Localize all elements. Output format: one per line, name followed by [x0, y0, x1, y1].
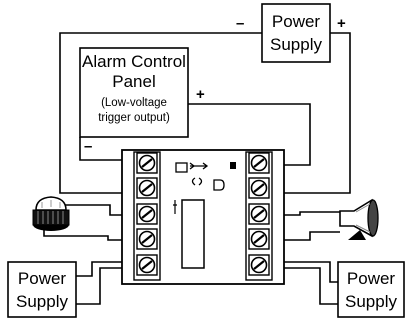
top-supply-line1: Power [272, 12, 321, 31]
screw-slot [141, 260, 153, 270]
board-component [213, 179, 225, 191]
left-power-supply: Power Supply [7, 261, 77, 318]
alarm-panel-plus-sign: + [196, 86, 205, 103]
top-supply-minus-sign: – [236, 15, 244, 32]
wire-right-supply-a [268, 261, 338, 283]
wire-top-supply-minus [59, 32, 262, 194]
wire-top-supply-plus [268, 32, 351, 194]
alarm-panel-line3: (Low-voltage [101, 97, 167, 109]
board-component [230, 162, 236, 169]
board-component [173, 200, 177, 214]
strobe-light-icon [32, 196, 70, 231]
top-power-supply: Power Supply – + [236, 3, 346, 63]
alarm-panel-line1: Alarm Control [82, 52, 186, 71]
top-supply-plus-sign: + [337, 15, 346, 32]
wire-left-supply-b [76, 267, 136, 305]
screw-slot [253, 209, 265, 219]
alarm-panel-line2: Panel [112, 72, 155, 91]
right-power-supply: Power Supply [337, 261, 405, 318]
wire-alarm-minus [79, 137, 136, 161]
right-supply-line1: Power [347, 269, 396, 288]
relay-component [181, 199, 205, 269]
wires [43, 32, 351, 305]
board-component [175, 162, 188, 173]
wire-right-supply-b [268, 267, 338, 305]
screw-slot [253, 234, 265, 244]
relay-module-board [121, 149, 285, 285]
horn-siren-icon [339, 198, 379, 240]
wire-right-device-b [268, 231, 340, 241]
top-supply-line2: Supply [270, 35, 322, 54]
board-component [190, 162, 209, 170]
alarm-panel-minus-sign: – [84, 138, 92, 155]
screw-slot [141, 209, 153, 219]
wire-alarm-plus [188, 103, 311, 166]
left-supply-line1: Power [18, 269, 67, 288]
screw-slot [253, 260, 265, 270]
screw-slot [141, 183, 153, 193]
left-supply-line2: Supply [16, 292, 68, 311]
screw-slot [253, 183, 265, 193]
screw-slot [141, 158, 153, 168]
wire-left-device-b [43, 228, 136, 241]
wire-left-supply-a [76, 261, 136, 277]
screw-slot [253, 158, 265, 168]
screw-slot [141, 234, 153, 244]
alarm-control-panel: Alarm Control Panel (Low-voltage trigger… [79, 47, 205, 155]
board-component [191, 177, 203, 186]
right-supply-line2: Supply [345, 292, 397, 311]
board-component [189, 162, 195, 170]
alarm-panel-line4: trigger output) [98, 112, 170, 124]
